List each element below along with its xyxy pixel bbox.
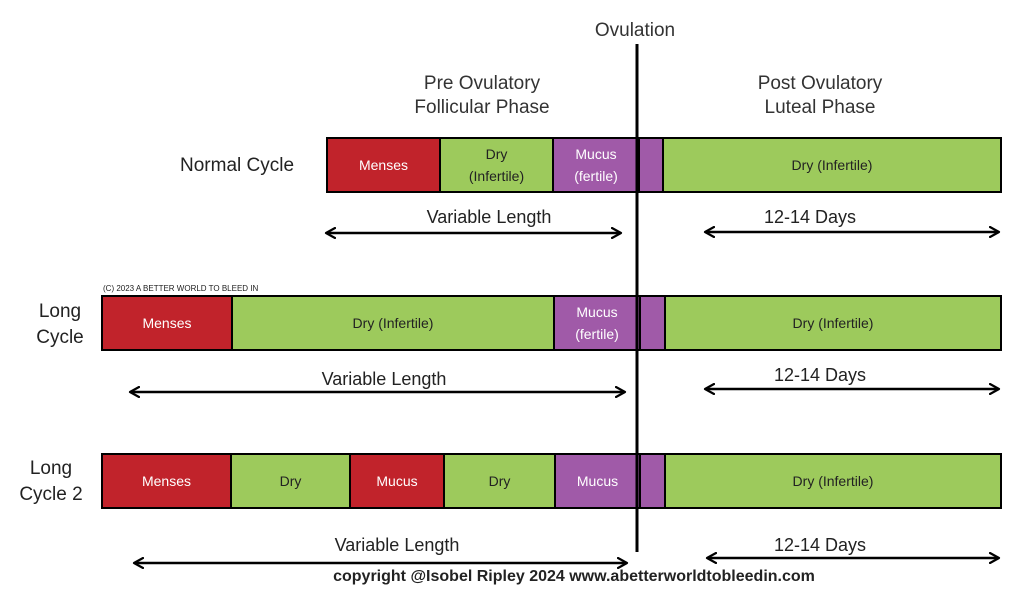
segment-mucus: Mucus [556, 455, 641, 507]
variable-length-label: Variable Length [321, 369, 447, 389]
luteal-length-label: 12-14 Days [773, 535, 867, 555]
variable-length-label: Variable Length [334, 535, 460, 555]
pre-phase-line2: Follicular Phase [414, 97, 550, 118]
segment-dry: Dry (Infertile) [233, 297, 555, 349]
segment-menses: Menses [328, 139, 441, 191]
segment-mucus: Mucus (fertile) [555, 297, 641, 349]
copyright-text: copyright @Isobel Ripley 2024 www.abette… [333, 568, 815, 585]
pre-phase-line1: Pre Ovulatory [423, 73, 541, 94]
segment-menses: Menses [103, 455, 232, 507]
segment-mucus-end [641, 297, 666, 349]
row-label-long-cycle-2: Long Cycle 2 [12, 456, 90, 508]
segment-dry-2: Dry [445, 455, 556, 507]
cycle-bar-long-2: Menses Dry Mucus Dry Mucus Dry (Infertil… [101, 453, 1002, 509]
cycle-bar-long: Menses Dry (Infertile) Mucus (fertile) D… [101, 295, 1002, 351]
segment-mucus-red: Mucus [351, 455, 445, 507]
pre-phase-header: Pre Ovulatory Follicular Phase [382, 72, 582, 120]
ovulation-label: Ovulation [594, 20, 676, 41]
post-phase-line2: Luteal Phase [764, 97, 876, 118]
watermark: (C) 2023 A BETTER WORLD TO BLEED IN [103, 284, 259, 293]
segment-mucus-end [640, 139, 664, 191]
post-phase-line1: Post Ovulatory [757, 73, 883, 94]
variable-length-label: Variable Length [426, 207, 552, 227]
row-label-long-cycle: Long Cycle [30, 299, 90, 351]
row-label-line2: Cycle 2 [19, 484, 83, 505]
segment-dry-luteal: Dry (Infertile) [666, 455, 1000, 507]
segment-dry-luteal: Dry (Infertile) [666, 297, 1000, 349]
row-label-normal-cycle: Normal Cycle [180, 155, 295, 176]
row-label-line1: Long [29, 458, 73, 479]
segment-dry: Dry (Infertile) [441, 139, 554, 191]
segment-dry-luteal: Dry (Infertile) [664, 139, 1000, 191]
segment-menses: Menses [103, 297, 233, 349]
segment-mucus-end [641, 455, 666, 507]
luteal-length-label: 12-14 Days [773, 365, 867, 385]
segment-mucus: Mucus (fertile) [554, 139, 640, 191]
luteal-length-label: 12-14 Days [763, 207, 857, 227]
row-label-line1: Long [38, 301, 82, 322]
post-phase-header: Post Ovulatory Luteal Phase [720, 72, 920, 120]
cycle-bar-normal: Menses Dry (Infertile) Mucus (fertile) D… [326, 137, 1002, 193]
row-label-line2: Cycle [36, 327, 84, 348]
segment-dry: Dry [232, 455, 351, 507]
